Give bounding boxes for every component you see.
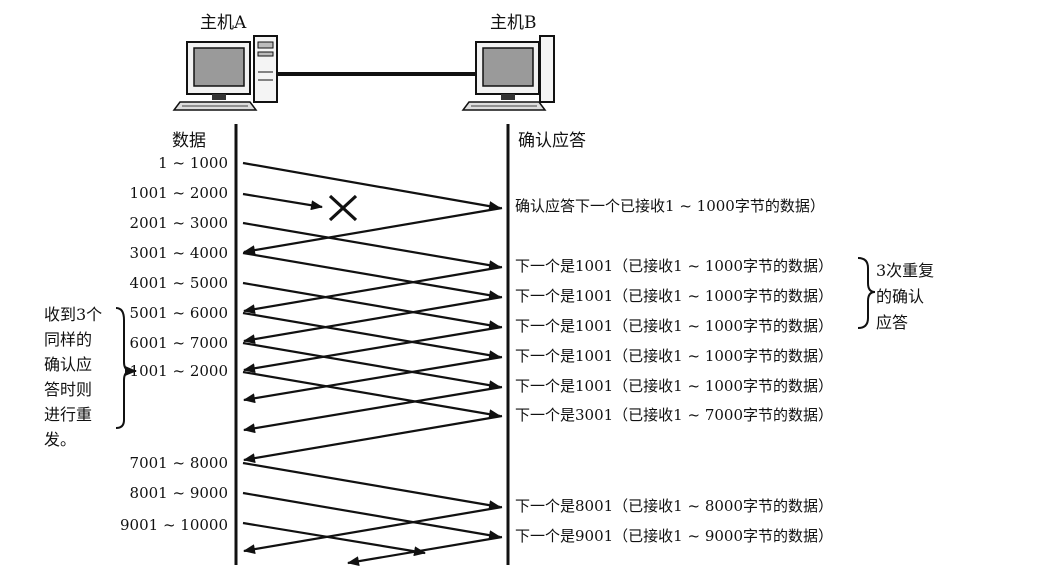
ack-arrow [347, 535, 503, 567]
data-arrow [242, 461, 501, 511]
data-arrow [242, 221, 501, 271]
ack-label: 下一个是1001（已接收1 ~ 1000字节的数据） [515, 287, 833, 305]
ack-label: 下一个是3001（已接收1 ~ 7000字节的数据） [515, 406, 833, 424]
segment-label: 5001 ~ 6000 [130, 304, 228, 322]
ack-arrow [243, 414, 503, 464]
data-arrow [242, 161, 501, 212]
segment-label: 9001 ~ 10000 [120, 516, 228, 534]
ack-arrows [243, 206, 503, 567]
retransmit-note-line: 确认应 [44, 355, 92, 374]
data-column-heading: 数据 [172, 131, 206, 151]
duplicate-ack-note-line: 3次重复 [876, 261, 934, 280]
ack-label: 下一个是9001（已接收1 ~ 9000字节的数据） [515, 527, 833, 545]
segment-label: 7001 ~ 8000 [130, 454, 228, 472]
ack-arrow [243, 206, 503, 256]
ack-labels: 确认应答下一个已接收1 ~ 1000字节的数据） 下一个是1001（已接收1 ~… [515, 197, 833, 545]
retransmit-note-line: 答时则 [44, 380, 92, 399]
ack-label: 下一个是8001（已接收1 ~ 8000字节的数据） [515, 497, 833, 515]
retransmit-note: 收到3个 同样的 确认应 答时则 进行重 发。 [44, 305, 102, 449]
ack-arrow [243, 355, 503, 404]
segment-label: 1 ~ 1000 [158, 154, 228, 172]
lost-data-arrow [242, 192, 323, 211]
duplicate-ack-note-line: 的确认 [876, 287, 924, 306]
segment-label: 2001 ~ 3000 [130, 214, 228, 232]
segment-label: 8001 ~ 9000 [130, 484, 228, 502]
ack-arrow [243, 325, 503, 374]
host-a-label: 主机A [200, 13, 247, 33]
segment-label: 6001 ~ 7000 [130, 334, 228, 352]
retransmit-note-line: 同样的 [44, 330, 92, 349]
segment-label: 4001 ~ 5000 [130, 274, 228, 292]
segment-label: 1001 ~ 2000 [130, 184, 228, 202]
segment-labels: 1 ~ 1000 1001 ~ 2000 2001 ~ 3000 3001 ~ … [120, 154, 228, 534]
retransmit-note-line: 收到3个 [44, 305, 102, 324]
ack-arrow [243, 505, 503, 555]
host-b-label: 主机B [490, 13, 537, 33]
x-mark-icon [328, 194, 358, 222]
ack-arrow [243, 385, 503, 434]
ack-label: 下一个是1001（已接收1 ~ 1000字节的数据） [515, 317, 833, 335]
ack-label: 下一个是1001（已接收1 ~ 1000字节的数据） [515, 257, 833, 275]
ack-column-heading: 确认应答 [518, 131, 586, 151]
retransmit-segment-label: 1001 ~ 2000 [130, 362, 228, 380]
ack-label: 确认应答下一个已接收1 ~ 1000字节的数据） [515, 197, 825, 215]
data-arrow [242, 521, 426, 557]
ack-label: 下一个是1001（已接收1 ~ 1000字节的数据） [515, 347, 833, 365]
ack-arrow [243, 295, 503, 345]
retransmit-data-arrow [242, 370, 501, 420]
data-arrows [242, 161, 501, 557]
data-arrow [242, 311, 501, 361]
data-arrow [242, 341, 501, 391]
host-a-computer-icon [172, 35, 278, 111]
ack-label: 下一个是1001（已接收1 ~ 1000字节的数据） [515, 377, 833, 395]
host-b-computer-icon [461, 35, 555, 111]
duplicate-ack-note: 3次重复 的确认 应答 [876, 261, 934, 332]
segment-label: 3001 ~ 4000 [130, 244, 228, 262]
data-arrow [242, 251, 501, 301]
retransmit-note-line: 进行重 [44, 405, 92, 424]
retransmit-note-line: 发。 [44, 430, 76, 449]
ack-arrow [243, 265, 503, 315]
retransmit-brace [115, 307, 131, 429]
data-arrow [242, 491, 501, 541]
duplicate-ack-note-line: 应答 [876, 313, 908, 332]
data-arrow [242, 281, 501, 331]
duplicate-ack-brace [857, 257, 876, 329]
